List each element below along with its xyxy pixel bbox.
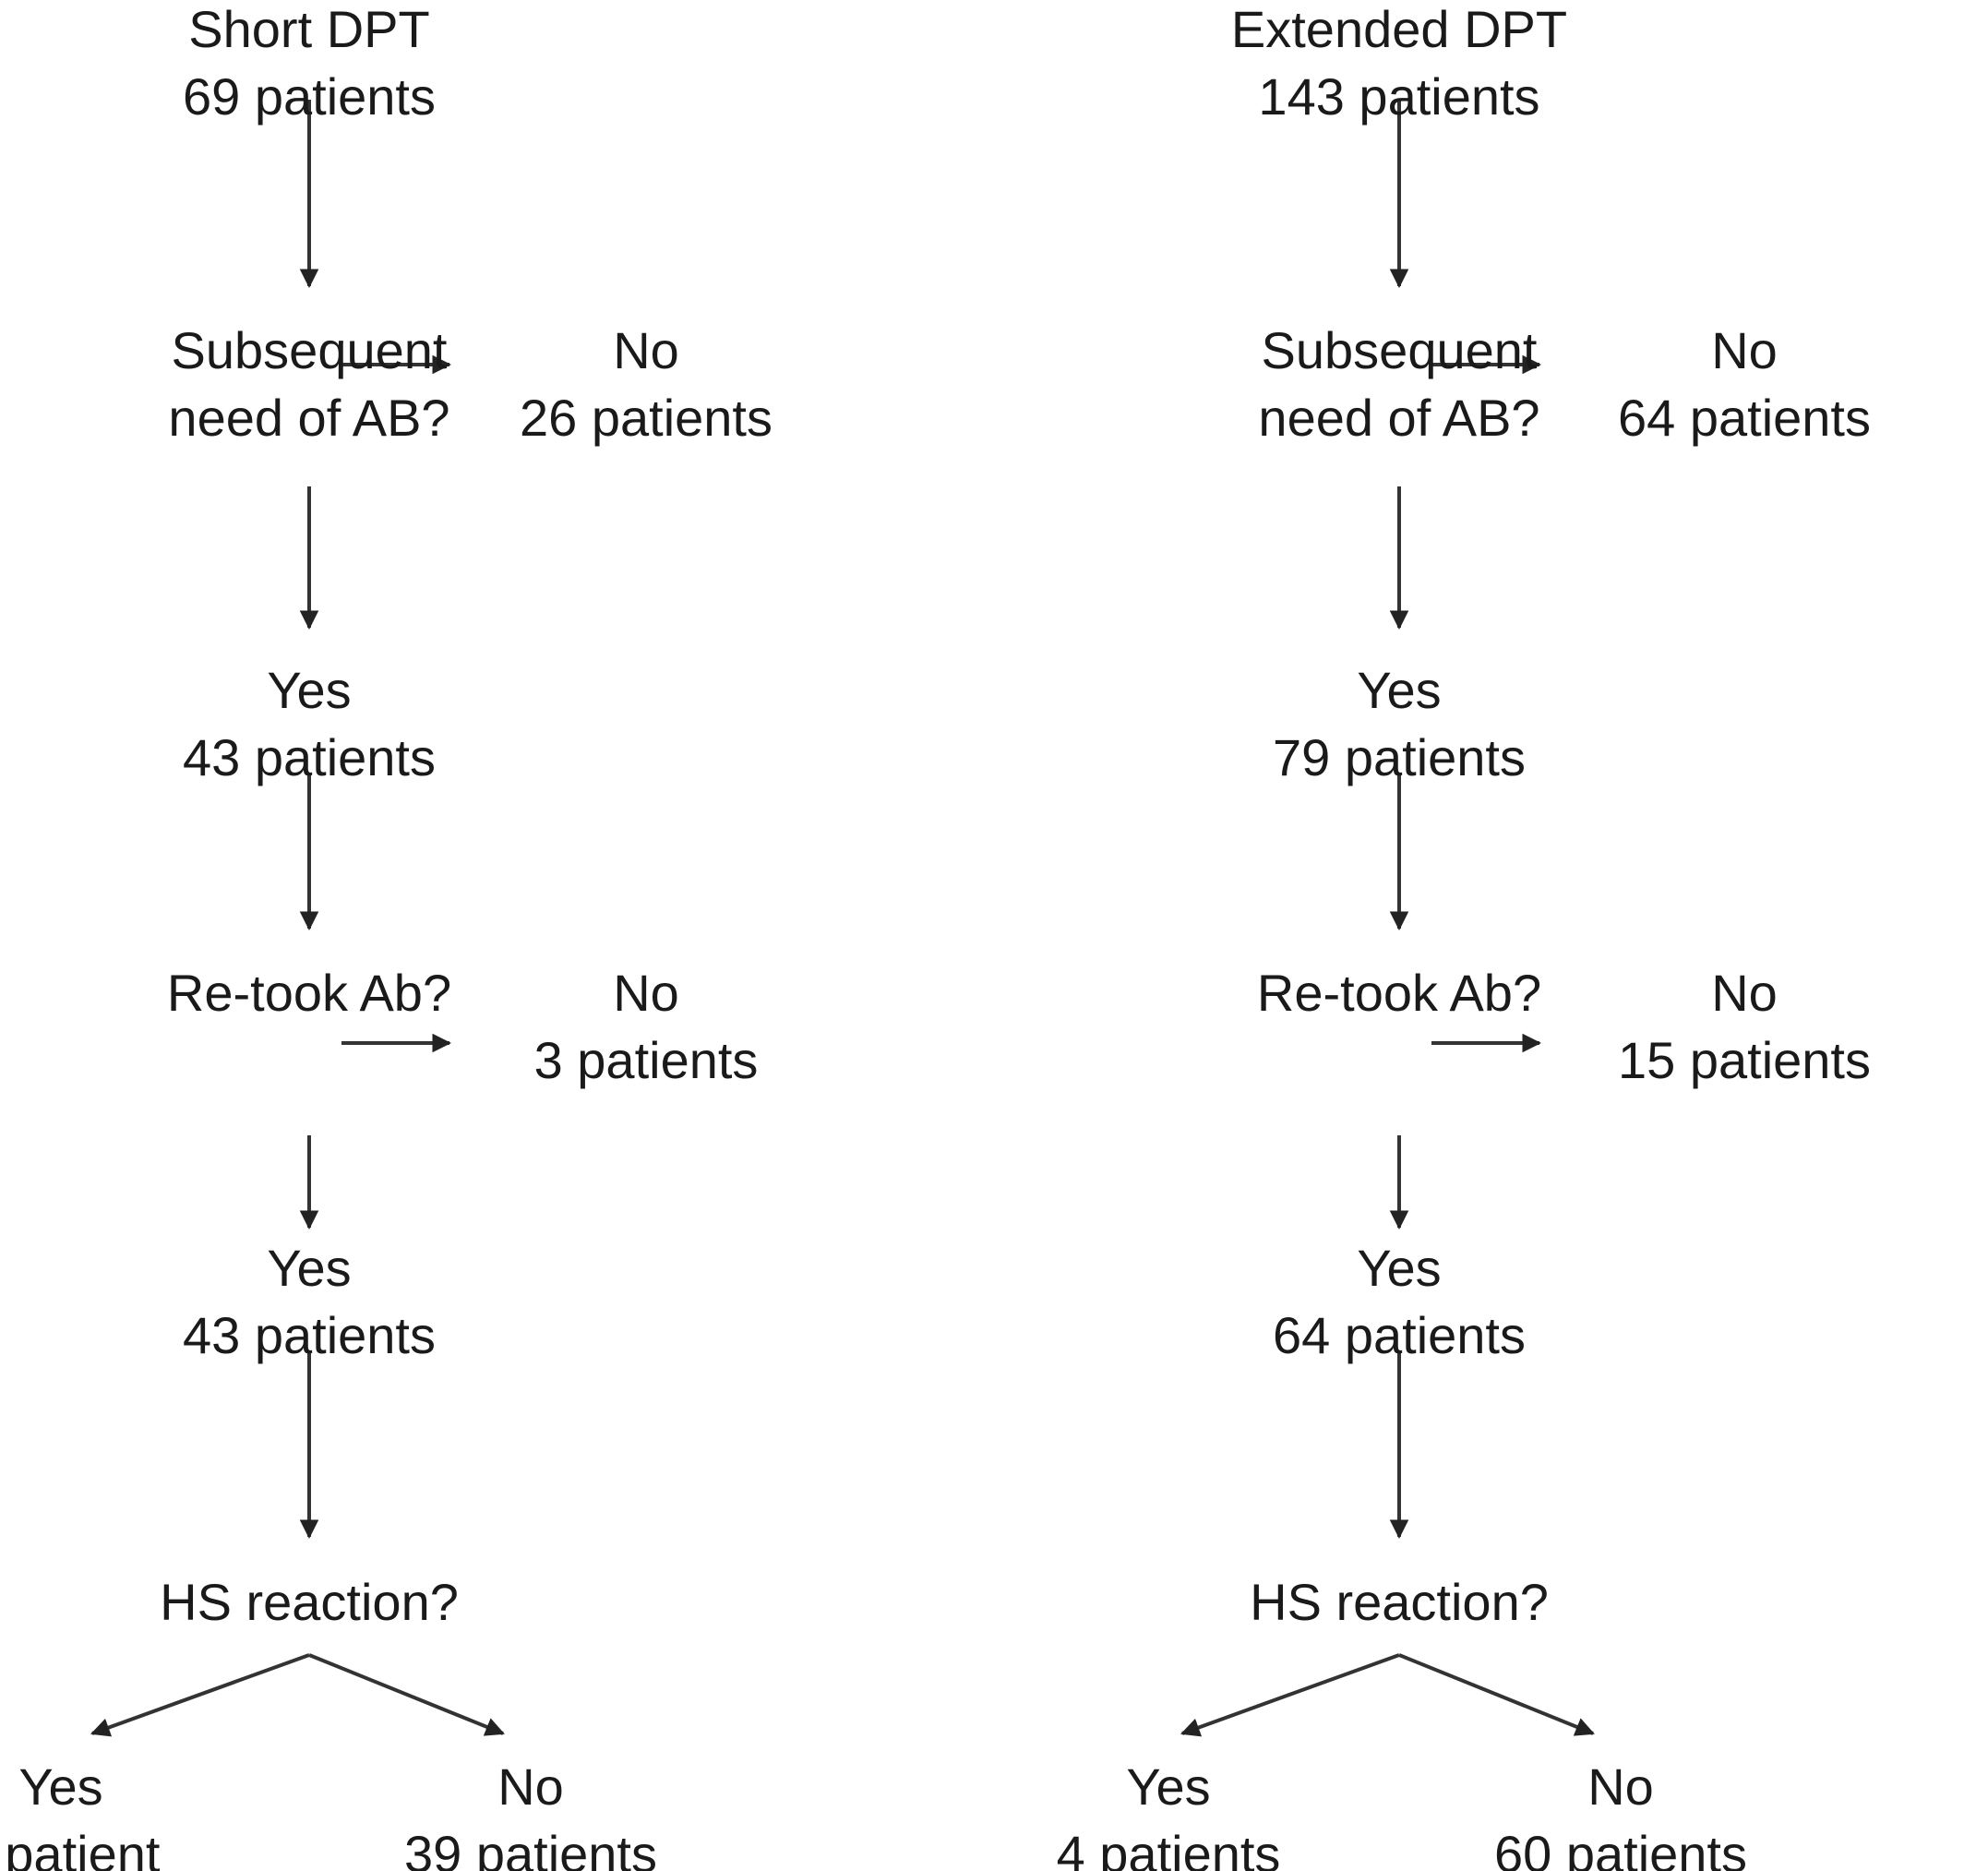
node-line-2: 39 patients (404, 1824, 657, 1871)
node-line-1: HS reaction? (1250, 1573, 1549, 1631)
node-ext-dpt-need-ab-yes: Yes 79 patients (1273, 657, 1526, 792)
node-line-1: No (1711, 964, 1778, 1022)
node-line-1: No (613, 964, 679, 1022)
node-line-2: 1 patient (0, 1824, 161, 1871)
node-line-2: need of AB? (168, 388, 450, 447)
node-line-1: Re-took Ab? (166, 964, 452, 1022)
node-short-dpt-need-ab-yes: Yes 43 patients (183, 657, 436, 792)
node-line-1: No (497, 1757, 564, 1816)
node-line-2: 15 patients (1618, 1030, 1871, 1089)
node-line-2: 64 patients (1618, 388, 1871, 447)
node-short-dpt-hs-no: No 39 patients (404, 1754, 657, 1871)
node-ext-dpt-retook-yes: Yes 64 patients (1273, 1235, 1526, 1370)
node-short-dpt-root: Short DPT 69 patients (183, 0, 436, 131)
node-ext-dpt-hs: HS reaction? (1250, 1569, 1549, 1637)
node-line-2: 60 patients (1494, 1824, 1747, 1871)
edge-ext-hs-to-no (1398, 1653, 1595, 1736)
node-line-2: 79 patients (1273, 727, 1526, 786)
node-short-dpt-need-ab-no: No 26 patients (520, 318, 772, 452)
node-ext-dpt-hs-yes: Yes 4 patients (1057, 1754, 1281, 1871)
node-short-dpt-retook: Re-took Ab? (167, 960, 451, 1027)
node-line-1: Short DPT (188, 0, 430, 58)
node-line-1: Yes (1357, 661, 1442, 719)
node-short-dpt-hs: HS reaction? (160, 1569, 459, 1637)
node-ext-dpt-hs-no: No 60 patients (1494, 1754, 1747, 1871)
node-line-1: No (613, 321, 679, 379)
node-line-1: HS reaction? (160, 1573, 459, 1631)
node-line-1: Re-took Ab? (1256, 964, 1542, 1022)
node-ext-dpt-root: Extended DPT 143 patients (1231, 0, 1567, 131)
edge-short-hs-to-no (308, 1653, 505, 1736)
node-line-2: 3 patients (533, 1030, 759, 1089)
node-line-2: 4 patients (1056, 1824, 1281, 1871)
node-line-1: Subsequent (1261, 321, 1538, 379)
node-line-2: 43 patients (183, 1305, 436, 1364)
node-short-dpt-hs-yes: Yes 1 patient (0, 1754, 160, 1871)
node-line-2: 69 patients (183, 66, 436, 126)
node-line-2: 64 patients (1273, 1305, 1526, 1364)
node-line-2: 143 patients (1258, 66, 1540, 126)
node-line-2: 26 patients (520, 388, 772, 447)
node-line-1: Extended DPT (1230, 0, 1568, 58)
node-line-1: Subsequent (171, 321, 448, 379)
node-short-dpt-need-ab: Subsequent need of AB? (168, 318, 449, 452)
edge-short-hs-to-yes (90, 1653, 310, 1737)
node-line-2: need of AB? (1258, 388, 1540, 447)
node-ext-dpt-retook-no: No 15 patients (1618, 960, 1871, 1095)
node-line-2: 43 patients (183, 727, 436, 786)
node-line-1: Yes (267, 661, 352, 719)
node-short-dpt-retook-yes: Yes 43 patients (183, 1235, 436, 1370)
node-line-1: Yes (18, 1757, 103, 1816)
node-ext-dpt-need-ab-no: No 64 patients (1618, 318, 1871, 452)
node-line-1: Yes (267, 1239, 352, 1297)
node-line-1: Yes (1357, 1239, 1442, 1297)
node-short-dpt-retook-no: No 3 patients (534, 960, 759, 1095)
node-line-1: No (1711, 321, 1778, 379)
node-ext-dpt-retook: Re-took Ab? (1257, 960, 1541, 1027)
node-line-1: Yes (1126, 1757, 1211, 1816)
node-ext-dpt-need-ab: Subsequent need of AB? (1258, 318, 1539, 452)
edge-ext-hs-to-yes (1180, 1653, 1400, 1737)
node-line-1: No (1587, 1757, 1654, 1816)
